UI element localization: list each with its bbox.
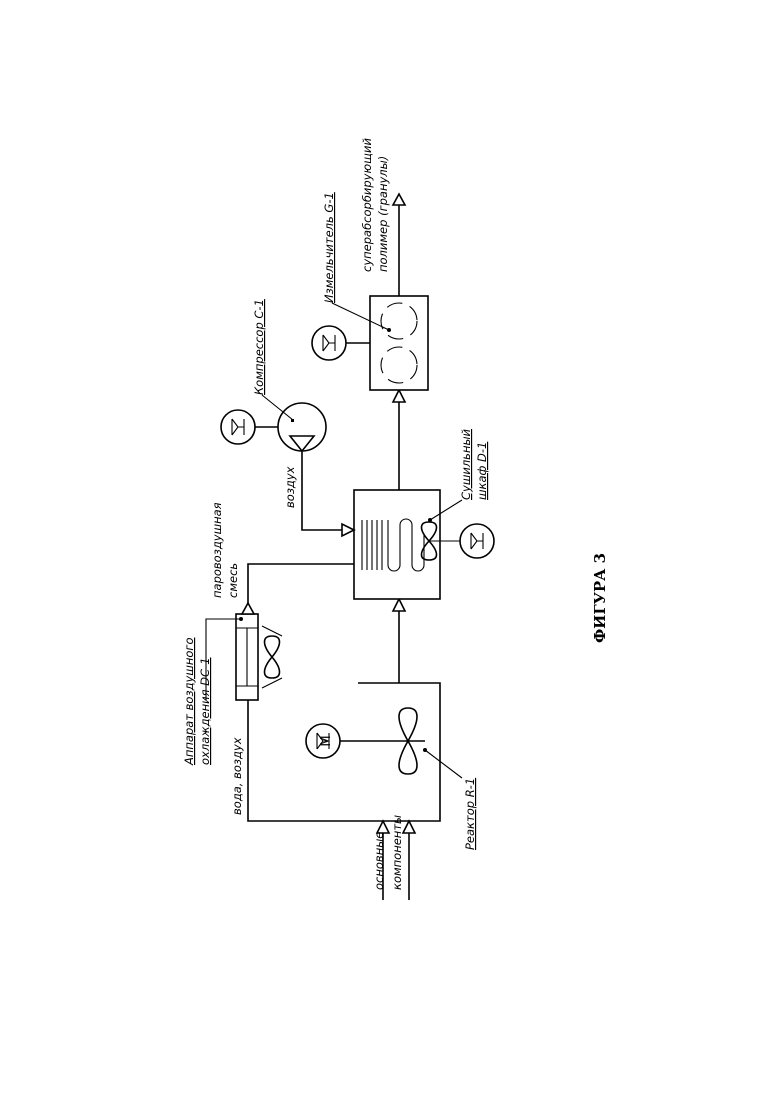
product-label-1: суперабсорбирующий bbox=[360, 138, 374, 272]
dryer-motor-icon bbox=[460, 524, 494, 558]
steam-air-line bbox=[248, 564, 354, 603]
dryer-inlet-arrow bbox=[393, 599, 405, 611]
product-outlet-arrow bbox=[393, 194, 405, 205]
figure-caption: ФИГУРА 3 bbox=[591, 553, 609, 643]
compressor-motor-icon bbox=[221, 410, 255, 444]
dryer-air-inlet-arrow bbox=[342, 524, 354, 536]
grinder-motor-icon bbox=[312, 326, 346, 360]
reactor-leader-line bbox=[425, 750, 462, 778]
steam-air-label-2: смесь bbox=[226, 563, 240, 598]
cooler-label-1: Аппарат воздушного bbox=[182, 638, 196, 767]
water-air-line bbox=[248, 700, 358, 821]
reactor-label: Реактор R-1 bbox=[463, 778, 477, 850]
air-line bbox=[302, 451, 342, 530]
base-components-label-2: компоненты bbox=[390, 815, 404, 890]
compressor-c1 bbox=[221, 395, 326, 451]
base-components-label-1: основные bbox=[372, 832, 386, 890]
water-air-label: вода, воздух bbox=[230, 737, 244, 815]
grinder-g1 bbox=[312, 296, 428, 390]
cooler-outlet-arrow bbox=[242, 603, 254, 614]
cooler-label-2: охлаждения DC-1 bbox=[198, 657, 212, 765]
grinder-inlet-arrow bbox=[393, 390, 405, 402]
air-cooler-dc1 bbox=[206, 603, 282, 700]
dryer-d1 bbox=[342, 490, 494, 599]
cooler-fan-icon bbox=[265, 636, 280, 678]
reactor-inlet-arrow-1 bbox=[377, 821, 389, 833]
dryer-label-2: шкаф D-1 bbox=[475, 442, 489, 500]
air-label: воздух bbox=[283, 466, 297, 508]
reactor-inlet-arrow-2 bbox=[403, 821, 415, 833]
product-label-2: полимер (гранулы) bbox=[376, 156, 390, 272]
reactor-motor-letter: M bbox=[319, 735, 334, 746]
grinder-body bbox=[370, 296, 428, 390]
dryer-label-1: Сушильный bbox=[459, 428, 473, 500]
steam-air-label-1: паровоздушная bbox=[210, 502, 224, 598]
grinder-label: Измельчитель G-1 bbox=[322, 192, 336, 303]
compressor-label: Компрессор C-1 bbox=[252, 299, 266, 395]
